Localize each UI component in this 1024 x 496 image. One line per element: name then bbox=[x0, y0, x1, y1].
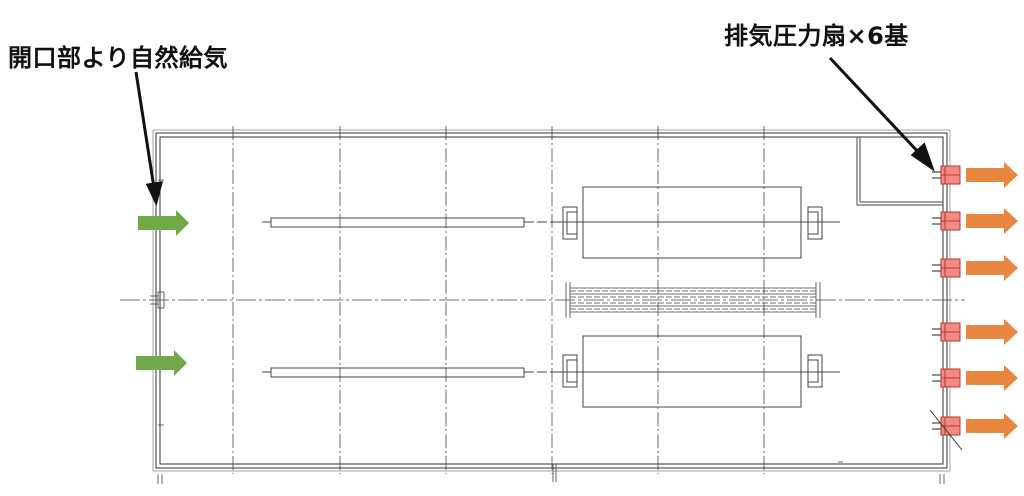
exhaust-label: 排気圧力扇×6基 bbox=[724, 22, 909, 50]
exhaust-arrow bbox=[966, 255, 1018, 281]
corner-room bbox=[856, 137, 943, 206]
conveyor-tanks bbox=[262, 217, 580, 378]
exhaust-arrows bbox=[966, 162, 1018, 439]
exhaust-arrow bbox=[966, 319, 1018, 345]
exhaust-fan bbox=[932, 211, 961, 231]
exhaust-fan bbox=[932, 368, 961, 388]
exhaust-fan bbox=[929, 409, 963, 451]
exhaust-fan bbox=[932, 322, 961, 342]
inlet-arrow-lower bbox=[136, 350, 187, 376]
inlet-label: 開口部より自然給気 bbox=[8, 44, 229, 72]
inlet-leader bbox=[134, 71, 156, 189]
exhaust-fans bbox=[929, 165, 963, 451]
exhaust-arrow bbox=[966, 365, 1018, 391]
inlet-arrow-upper bbox=[138, 210, 189, 236]
center-rack bbox=[565, 282, 821, 318]
exhaust-fan bbox=[932, 165, 961, 185]
building-outline bbox=[152, 129, 951, 472]
left-wall-details bbox=[150, 179, 945, 484]
column-grid-lines bbox=[232, 126, 765, 474]
exhaust-arrow bbox=[966, 162, 1018, 188]
exhaust-fan bbox=[932, 258, 961, 278]
machine-lower bbox=[560, 335, 840, 408]
exhaust-arrow bbox=[966, 413, 1018, 439]
exhaust-arrow bbox=[966, 208, 1018, 234]
callout-leaders bbox=[134, 56, 935, 207]
exhaust-leader bbox=[828, 56, 922, 156]
machine-upper bbox=[560, 186, 840, 259]
inlet-arrows bbox=[136, 210, 189, 376]
